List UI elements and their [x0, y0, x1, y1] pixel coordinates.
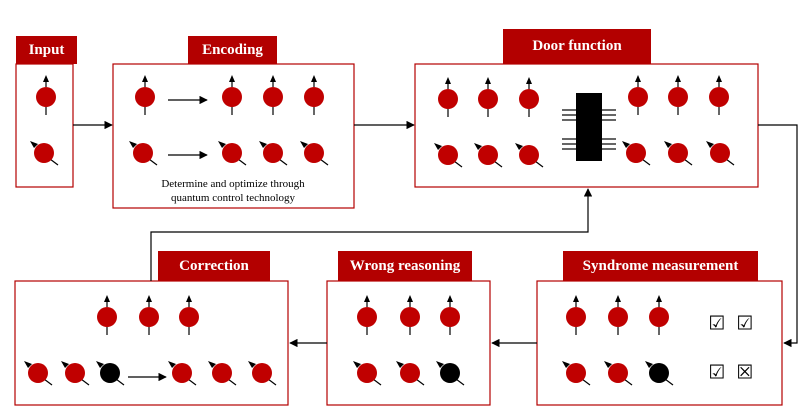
spin-tilted-qubit-icon	[129, 141, 158, 166]
spin-tilted-qubit-icon	[664, 141, 693, 166]
spin-up-qubit-icon	[357, 295, 377, 335]
correction-panel	[14, 280, 289, 406]
spin-tilted-qubit-icon	[259, 141, 288, 166]
wrong-reasoning-label: Wrong reasoning	[338, 251, 472, 281]
checkbox-checked-icon: ☑	[708, 313, 725, 335]
spin-up-qubit-icon	[263, 75, 283, 115]
spin-up-qubit-icon	[139, 295, 159, 335]
spin-tilted-qubit-icon	[434, 143, 463, 168]
spin-tilted-qubit-icon	[353, 361, 382, 386]
spin-up-qubit-icon	[566, 295, 586, 335]
spin-tilted-qubit-icon	[706, 141, 735, 166]
spin-up-qubit-icon	[135, 75, 155, 115]
spin-up-qubit-icon	[438, 77, 458, 117]
encoding-label: Encoding	[188, 36, 277, 64]
checkbox-cross-icon: ☒	[736, 362, 753, 384]
spin-tilted-qubit-icon	[208, 361, 237, 386]
spin-up-qubit-icon	[179, 295, 199, 335]
spin-up-qubit-icon	[668, 75, 688, 115]
correction-label: Correction	[158, 251, 270, 281]
spin-up-qubit-icon	[400, 295, 420, 335]
checkbox-checked-icon: ☑	[708, 362, 725, 384]
spin-tilted-qubit-icon	[474, 143, 503, 168]
spin-tilted-qubit-icon	[218, 141, 247, 166]
spin-tilted-qubit-icon	[168, 361, 197, 386]
quantum-chip-icon	[562, 93, 616, 161]
spin-tilted-qubit-icon	[396, 361, 425, 386]
spin-tilted-qubit-icon	[562, 361, 591, 386]
error-qubit-icon	[96, 361, 125, 386]
encoding-caption-line2: quantum control technology	[171, 192, 296, 204]
spin-tilted-qubit-icon	[300, 141, 329, 166]
spin-tilted-qubit-icon	[248, 361, 277, 386]
input-label: Input	[16, 36, 77, 64]
spin-up-qubit-icon	[709, 75, 729, 115]
spin-tilted-qubit-icon	[622, 141, 651, 166]
encoding-caption-line1: Determine and optimize through	[161, 178, 305, 190]
spin-tilted-qubit-icon	[61, 361, 90, 386]
door-function-label: Door function	[503, 29, 651, 64]
arrow-icon	[758, 124, 798, 348]
spin-up-qubit-icon	[97, 295, 117, 335]
input-panel	[15, 63, 74, 188]
spin-tilted-qubit-icon	[604, 361, 633, 386]
spin-tilted-qubit-icon	[30, 141, 59, 166]
spin-up-qubit-icon	[628, 75, 648, 115]
spin-up-qubit-icon	[36, 75, 56, 115]
spin-up-qubit-icon	[608, 295, 628, 335]
error-qubit-icon	[436, 361, 465, 386]
spin-up-qubit-icon	[649, 295, 669, 335]
spin-tilted-qubit-icon	[24, 361, 53, 386]
qubit-layer	[24, 75, 735, 386]
error-qubit-icon	[645, 361, 674, 386]
spin-up-qubit-icon	[222, 75, 242, 115]
spin-up-qubit-icon	[478, 77, 498, 117]
spin-up-qubit-icon	[519, 77, 539, 117]
spin-tilted-qubit-icon	[515, 143, 544, 168]
spin-up-qubit-icon	[304, 75, 324, 115]
syndrome-measurement-label: Syndrome measurement	[563, 251, 758, 281]
checkbox-checked-icon: ☑	[736, 313, 753, 335]
spin-up-qubit-icon	[440, 295, 460, 335]
flow-arrows	[73, 95, 798, 382]
arrow-icon	[150, 188, 593, 281]
